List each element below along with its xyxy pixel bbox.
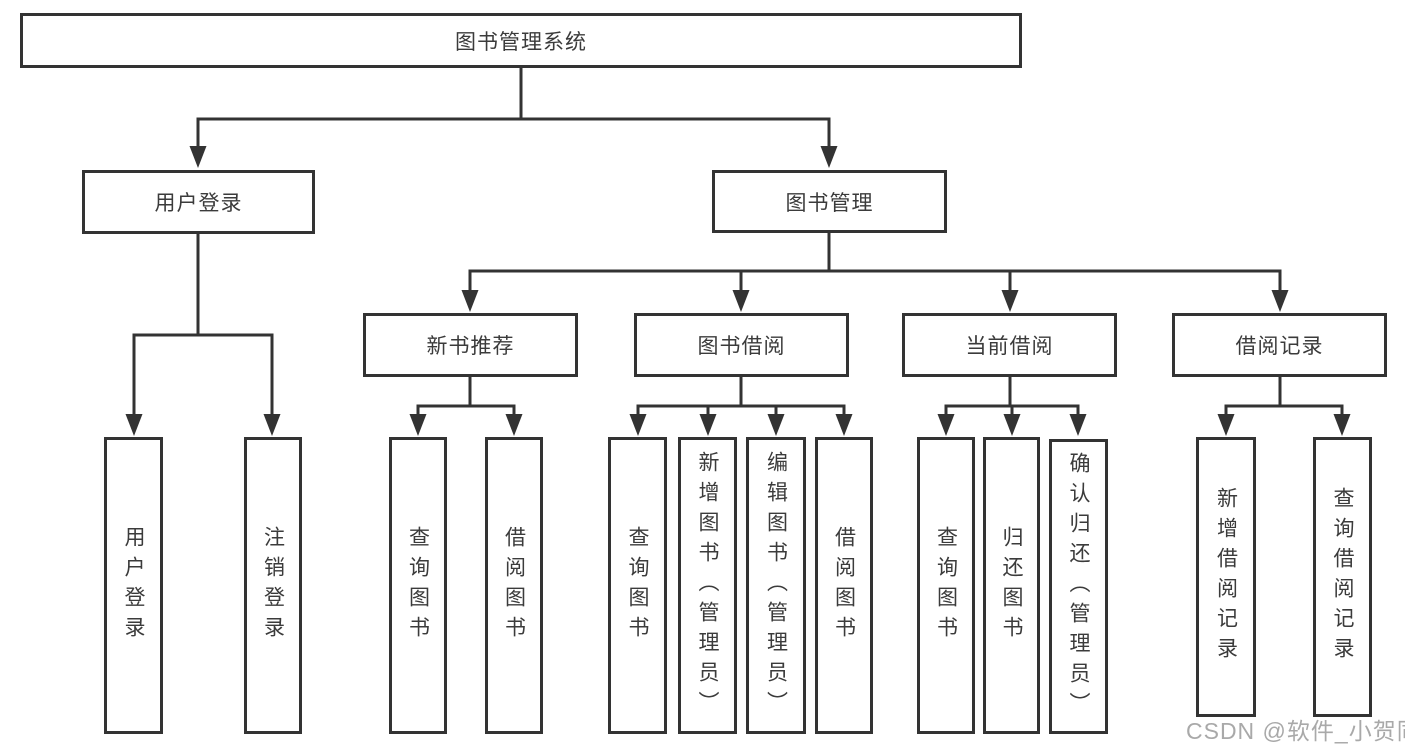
arrowheads bbox=[125, 146, 1351, 436]
node-user-login-action: 用户登录 bbox=[104, 437, 163, 734]
node-user-login: 用户登录 bbox=[82, 170, 315, 234]
node-query-borrow-record: 查询借阅记录 bbox=[1313, 437, 1372, 717]
node-book-management: 图书管理 bbox=[712, 170, 947, 233]
node-borrow-books-action: 借阅图书 bbox=[815, 437, 873, 734]
node-query-books-current: 查询图书 bbox=[917, 437, 975, 734]
node-confirm-return-admin: 确认归还（管理员） bbox=[1049, 439, 1108, 734]
node-query-books-recommend: 查询图书 bbox=[389, 437, 447, 734]
node-current-borrowing: 当前借阅 bbox=[902, 313, 1117, 377]
node-logout-action: 注销登录 bbox=[244, 437, 302, 734]
node-add-book-admin: 新增图书（管理员） bbox=[678, 437, 737, 734]
node-add-borrow-record: 新增借阅记录 bbox=[1196, 437, 1256, 717]
node-borrow-books-recommend: 借阅图书 bbox=[485, 437, 543, 734]
node-book-borrowing: 图书借阅 bbox=[634, 313, 849, 377]
node-new-book-recommendation: 新书推荐 bbox=[363, 313, 578, 377]
node-return-books: 归还图书 bbox=[983, 437, 1040, 734]
node-library-system: 图书管理系统 bbox=[20, 13, 1022, 68]
node-borrowing-records: 借阅记录 bbox=[1172, 313, 1387, 377]
watermark-text: CSDN @软件_小贺同学 bbox=[1186, 718, 1405, 744]
node-query-books-borrow: 查询图书 bbox=[608, 437, 667, 734]
node-edit-book-admin: 编辑图书（管理员） bbox=[746, 437, 806, 734]
